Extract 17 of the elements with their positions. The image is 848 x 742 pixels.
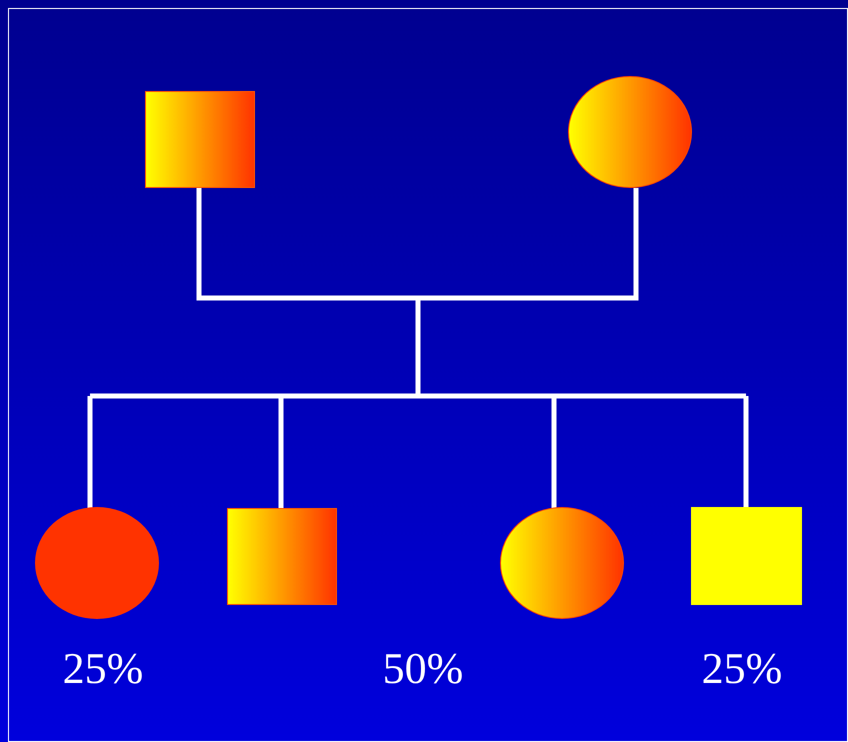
percentage-label: 25% bbox=[702, 643, 782, 694]
percentage-label: 50% bbox=[382, 643, 464, 694]
square-symbol bbox=[145, 91, 255, 188]
square-symbol bbox=[691, 507, 802, 605]
pedigree-line bbox=[90, 394, 281, 398]
pedigree-line bbox=[196, 188, 418, 300]
pedigree-line bbox=[744, 396, 748, 507]
pedigree-line bbox=[281, 394, 418, 398]
pedigree-line bbox=[418, 188, 638, 300]
pedigree-line bbox=[552, 396, 556, 508]
pedigree-line bbox=[418, 394, 554, 398]
pedigree-line bbox=[554, 394, 746, 398]
percentage-label: 25% bbox=[62, 643, 144, 694]
pedigree-line bbox=[88, 396, 92, 508]
pedigree-line bbox=[416, 298, 420, 396]
pedigree-line bbox=[278, 396, 284, 508]
square-symbol bbox=[227, 508, 337, 605]
